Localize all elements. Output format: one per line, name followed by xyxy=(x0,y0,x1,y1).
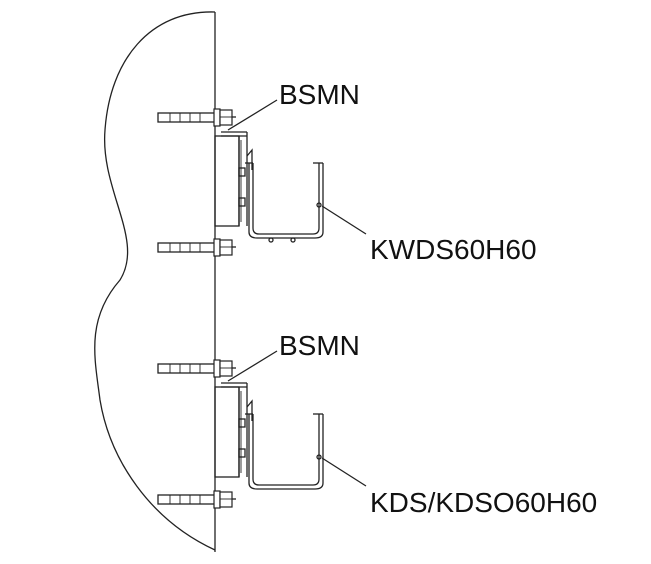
leader-bsmn-top xyxy=(227,99,278,131)
tray-bottom xyxy=(245,399,324,490)
label-bsmn-top: BSMN xyxy=(279,79,360,110)
bsmn-bracket-top xyxy=(214,131,248,227)
wall-outline xyxy=(94,11,216,551)
label-bsmn-bottom: BSMN xyxy=(279,330,360,361)
label-kds-kdso60h60: KDS/KDSO60H60 xyxy=(370,487,598,518)
bsmn-bracket-bottom xyxy=(214,382,248,478)
label-kwds60h60: KWDS60H60 xyxy=(370,234,537,265)
anchor-bolt-top-1 xyxy=(157,108,236,127)
leader-kds xyxy=(321,457,367,487)
leader-bsmn-bottom xyxy=(227,350,278,382)
leader-kwds xyxy=(321,205,367,235)
anchor-bolt-top-2 xyxy=(157,238,236,257)
anchor-bolt-bottom-2 xyxy=(157,490,236,509)
tray-top xyxy=(245,148,324,243)
assembly-top xyxy=(157,99,367,257)
assembly-bottom xyxy=(157,350,367,509)
anchor-bolt-bottom-1 xyxy=(157,359,236,378)
wall-section xyxy=(94,11,216,552)
